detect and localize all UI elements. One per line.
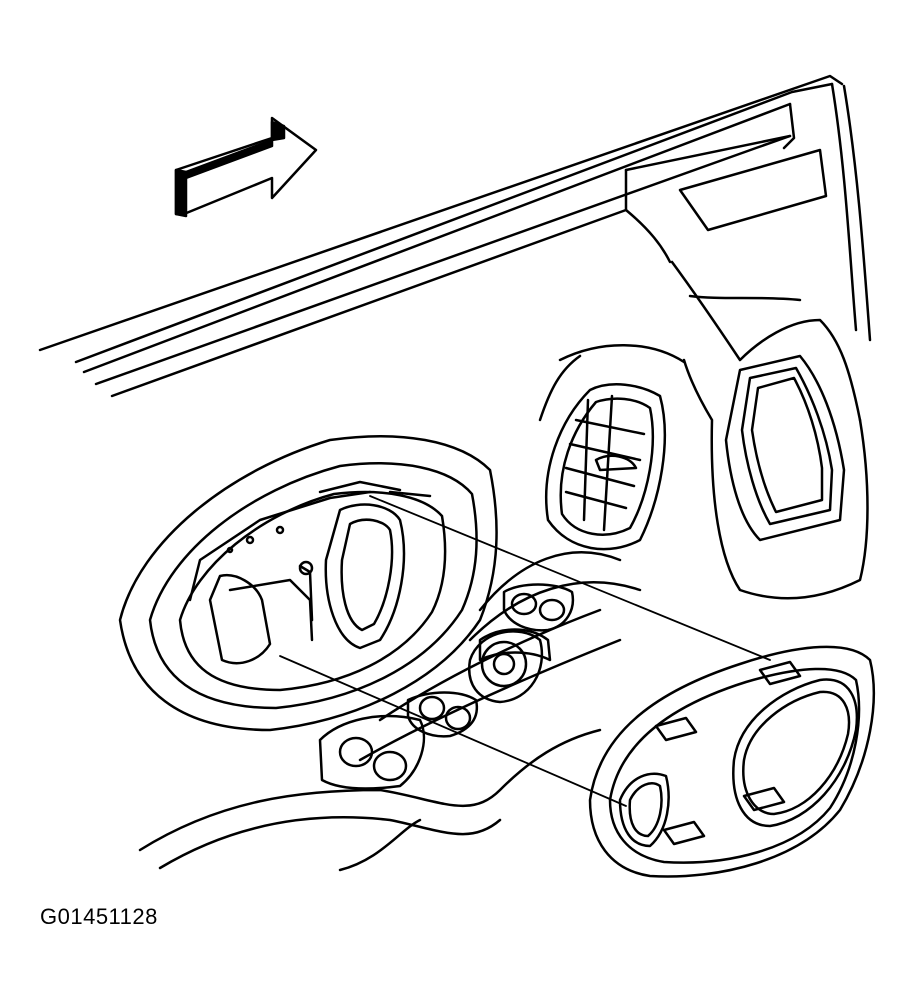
door-pull-cup [670,260,862,542]
inside-handle-cavity [118,435,498,732]
speaker-grille [544,383,666,551]
door-upper-frame [38,74,872,398]
forward-arrow-icon [174,116,318,218]
figure-id-label: G01451128 [40,904,158,929]
handle-bezel-part [588,645,875,878]
armrest-switch-area [318,551,642,790]
door-panel-body [138,344,869,872]
alignment-lines [279,495,771,807]
